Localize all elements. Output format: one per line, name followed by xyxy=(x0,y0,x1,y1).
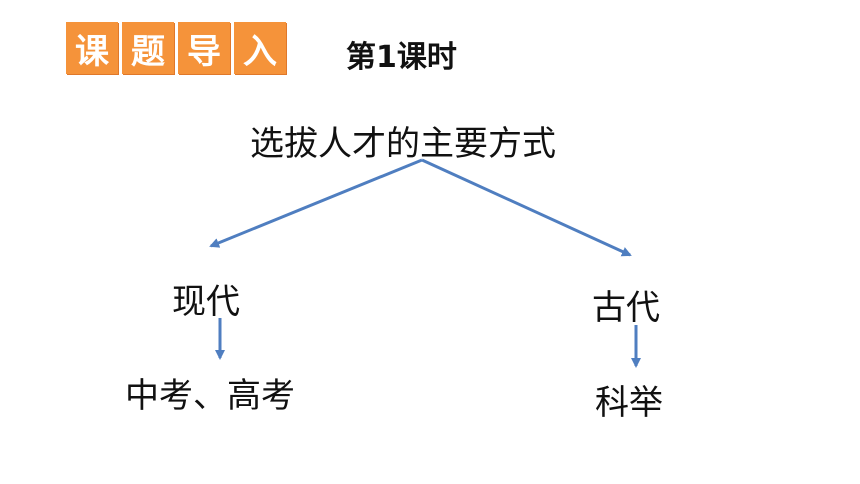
ancient-node: 古代 xyxy=(592,288,660,328)
title-tile-2: 题 xyxy=(122,22,174,74)
ancient-method-node: 科举 xyxy=(595,383,663,423)
root-node: 选拔人才的主要方式 xyxy=(250,124,556,164)
title-tile-4: 入 xyxy=(234,22,286,74)
title-tile-1: 课 xyxy=(66,22,118,74)
arrow-root-to-ancient xyxy=(421,158,632,257)
arrow-root-to-modern xyxy=(209,158,423,248)
title-tile-3: 导 xyxy=(178,22,230,74)
lesson-label: 第1课时 xyxy=(346,40,457,75)
section-title: 课 题 导 入 xyxy=(66,22,286,74)
modern-method-node: 中考、高考 xyxy=(125,376,295,416)
modern-node: 现代 xyxy=(172,282,240,322)
